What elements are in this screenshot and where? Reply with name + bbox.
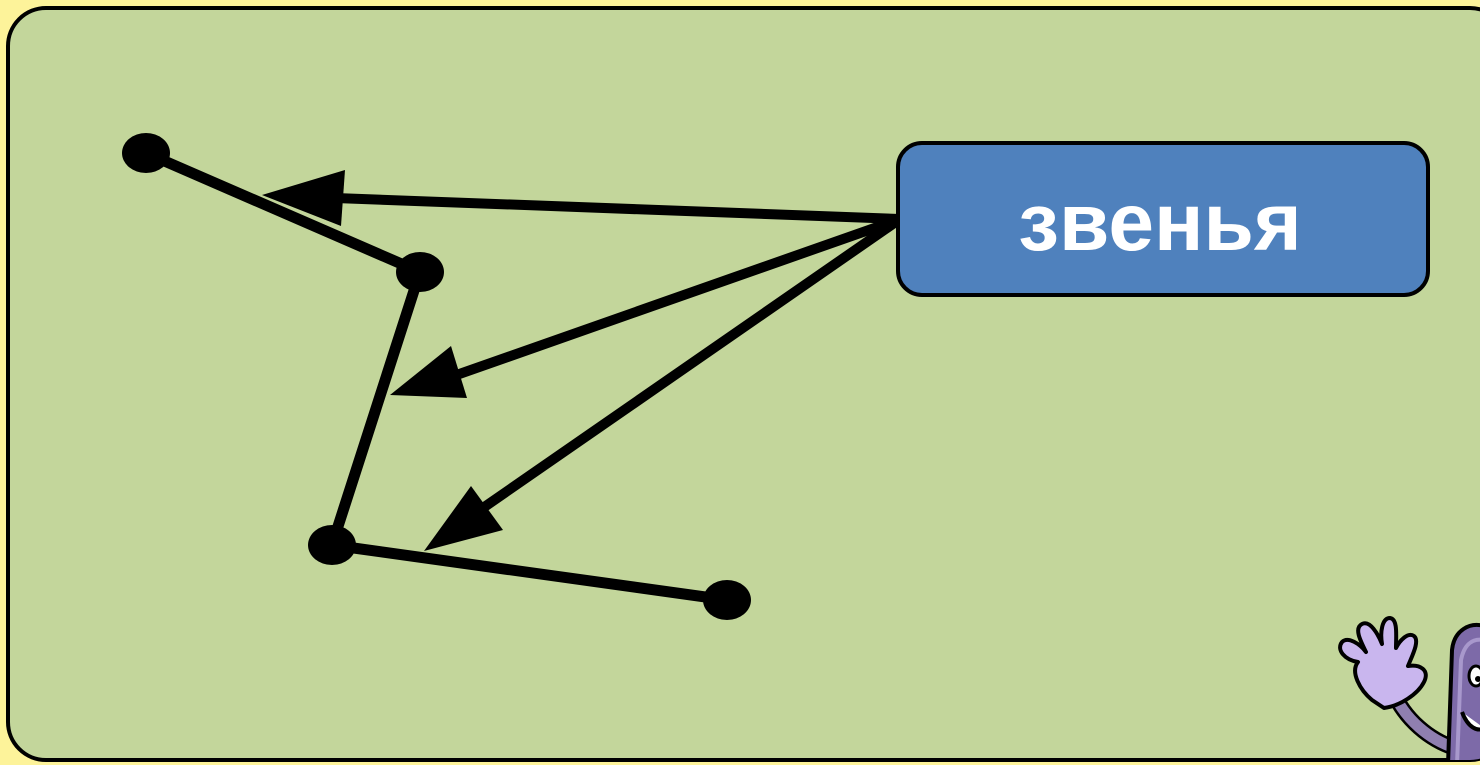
point-1 (122, 133, 170, 173)
point-3 (308, 525, 356, 565)
pointer-arrows (262, 170, 905, 551)
segment-3 (326, 539, 733, 606)
label-box: звенья (896, 141, 1430, 297)
label-text: звенья (1018, 177, 1301, 268)
polyline (140, 147, 733, 606)
point-2 (396, 252, 444, 292)
waving-pencil-mascot (1338, 616, 1480, 760)
segment-1 (140, 147, 426, 278)
vertices (122, 133, 751, 620)
panel (6, 6, 1480, 762)
segment-2 (326, 266, 426, 551)
glove-hand-icon (1338, 616, 1428, 710)
arrow-to-segment-1 (262, 170, 905, 226)
arrow-to-segment-3 (424, 214, 905, 551)
point-4 (703, 580, 751, 620)
pencil-body (1445, 623, 1480, 760)
arrow-to-segment-2 (390, 214, 905, 398)
